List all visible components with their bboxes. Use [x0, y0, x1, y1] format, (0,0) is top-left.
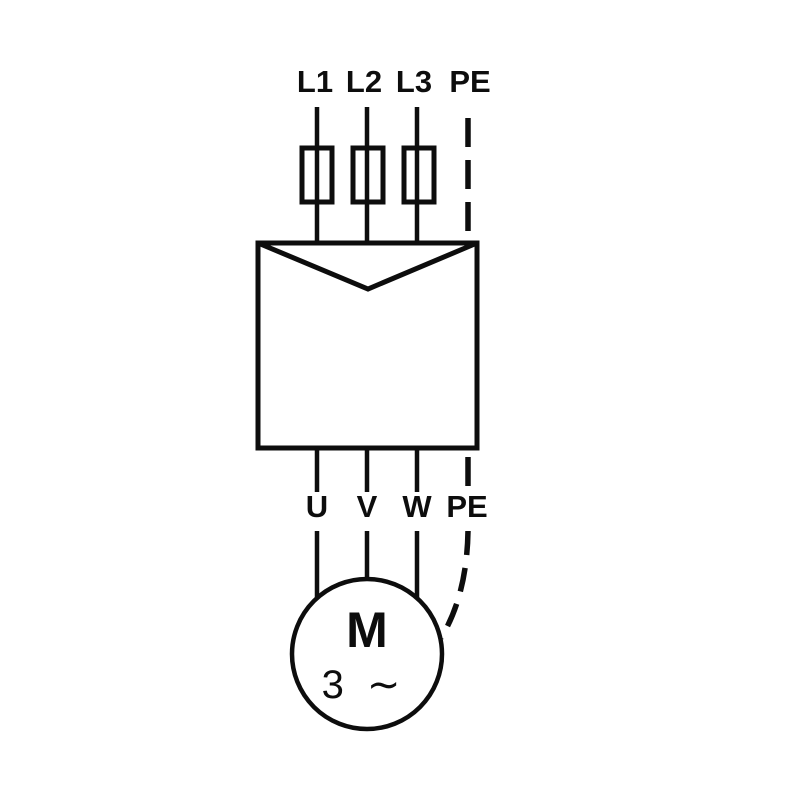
fuse-symbol-l2 [350, 145, 386, 205]
supply-terminal-label-l2: L2 [346, 64, 382, 99]
pe-wire-lower-curve [438, 530, 471, 640]
motor-symbol-letter: M [346, 602, 388, 658]
motor-terminal-label-pe: PE [446, 489, 487, 524]
supply-terminal-label-l1: L1 [297, 64, 333, 99]
supply-terminal-label-pe: PE [449, 64, 490, 99]
fuse-symbol-l3 [401, 145, 437, 205]
motor-terminal-label-w: W [402, 489, 432, 524]
motor-terminal-label-u: U [306, 489, 328, 524]
supply-terminal-label-l3: L3 [396, 64, 432, 99]
starter-box-chevron [257, 240, 478, 292]
motor-symbol-circle [289, 576, 445, 732]
motor-terminal-label-v: V [357, 489, 378, 524]
fuse-symbol-l1 [299, 145, 335, 205]
motor-phase-label: 3 ∼ [322, 663, 407, 707]
starter-box [255, 240, 480, 451]
